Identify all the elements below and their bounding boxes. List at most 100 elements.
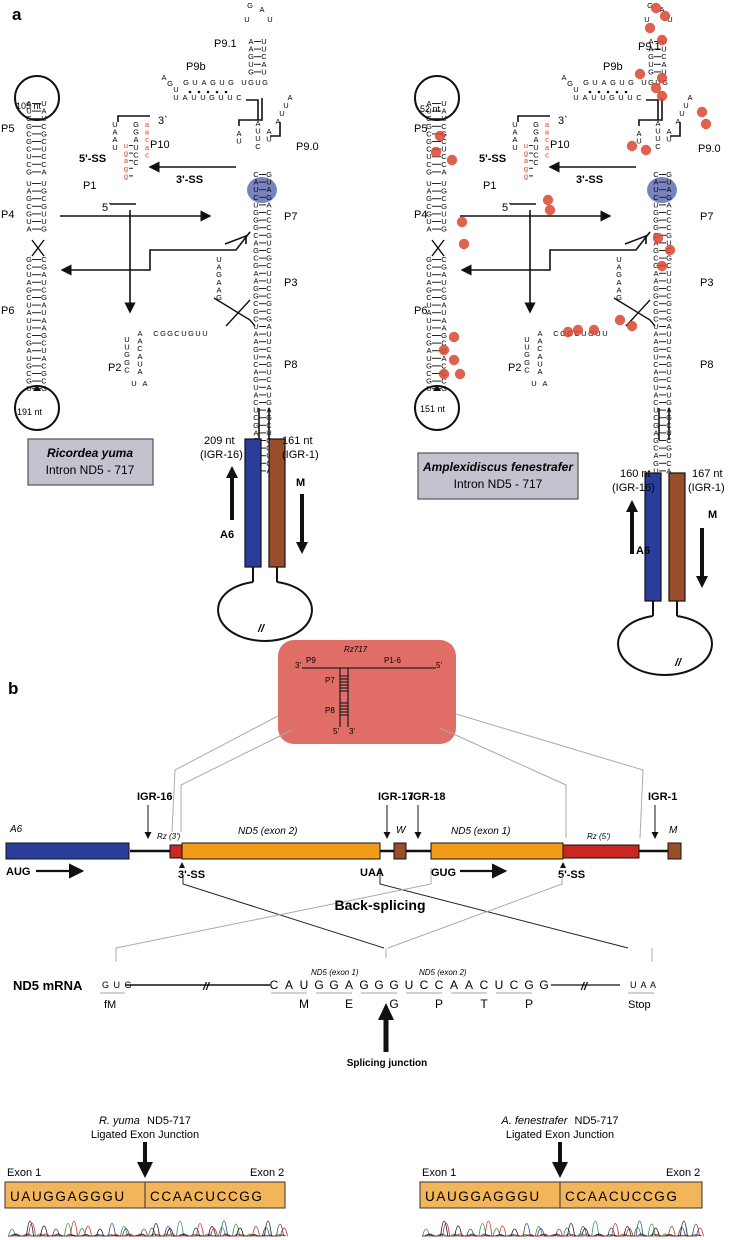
p9-1-nucleotide: U <box>261 67 266 76</box>
mrna-nucleotide: G <box>314 978 323 992</box>
p3-nucleotide: A <box>616 278 621 287</box>
core-nucleotide: G <box>266 254 272 263</box>
core-nucleotide: U <box>666 337 671 346</box>
p10-nucleotide: c <box>545 150 549 159</box>
p9b-nucleotide: U <box>619 78 624 87</box>
p6-nucleotide: U <box>26 301 31 310</box>
p6-nucleotide: C <box>26 331 32 340</box>
rz717-title: Rz717 <box>344 645 368 654</box>
core-nucleotide: U <box>266 368 271 377</box>
p9-nucleotide: A <box>655 119 660 128</box>
p1-nucleotide: G <box>133 128 139 137</box>
mrna-nucleotide: A <box>465 978 473 992</box>
p6-nucleotide: G <box>26 285 32 294</box>
junction-right: A. fenestrafer ND5-717 Ligated Exon Junc… <box>419 1115 704 1237</box>
core-nucleotide: G <box>253 292 259 301</box>
mutation-marker <box>656 260 668 272</box>
mutation-marker <box>650 82 662 94</box>
genome-gug-label: GUG <box>431 867 456 879</box>
core-nucleotide: A <box>653 238 658 247</box>
core-nucleotide: A <box>253 238 258 247</box>
p4-nucleotide: U <box>441 209 446 218</box>
genome-ss5-label: 5'-SS <box>558 869 585 881</box>
core-nucleotide: U <box>266 390 271 399</box>
core-nucleotide: U <box>666 368 671 377</box>
p1-nucleotide: C <box>133 150 139 159</box>
core-nucleotide: G <box>266 314 272 323</box>
rz-end5-bottom: 5' <box>333 727 339 736</box>
mrna-break-left: // <box>202 981 211 993</box>
p6-nucleotide: A <box>441 270 446 279</box>
p1-nucleotide: g <box>124 164 128 173</box>
rz-guide-lines <box>171 713 644 839</box>
amino-acid: G <box>389 997 398 1011</box>
p9b-nucleotide: U <box>219 78 224 87</box>
chromatogram-trace <box>8 1220 282 1237</box>
p2-nucleotide: U <box>124 335 129 344</box>
j9-nucleotide: A <box>287 93 292 102</box>
p6-nucleotide: U <box>441 278 446 287</box>
helix-label-p2: P2 <box>108 362 121 374</box>
p2-linker-nucleotide: C <box>174 329 180 338</box>
p3-nucleotide: A <box>216 285 221 294</box>
p2-nucleotide: U <box>137 359 142 368</box>
j9-nucleotide: A <box>687 93 692 102</box>
p9-1-nucleotide: U <box>248 60 253 69</box>
p9-1-loop-nucleotide: U <box>667 15 672 24</box>
p6-nucleotide: U <box>26 323 31 332</box>
p2-nucleotide: U <box>524 335 529 344</box>
core-nucleotide: A <box>666 466 671 475</box>
mutation-marker <box>588 324 600 336</box>
mutation-marker <box>448 331 460 343</box>
back-splicing-label: Back-splicing <box>334 897 425 913</box>
mutation-marker <box>430 146 442 158</box>
core-nucleotide: G <box>653 307 659 316</box>
p4-nucleotide: U <box>426 179 431 188</box>
p2-linker-nucleotide: U <box>181 329 186 338</box>
p1-nucleotide: C <box>533 150 539 159</box>
core-nucleotide: G <box>253 375 259 384</box>
p4-nucleotide: G <box>26 194 32 203</box>
p6-nucleotide: G <box>426 361 432 370</box>
chromatogram-right <box>422 1220 704 1237</box>
core-nucleotide: U <box>653 352 658 361</box>
p6-nucleotide: C <box>41 255 47 264</box>
core-nucleotide: C <box>653 444 659 453</box>
mrna-nucleotide: A <box>345 978 353 992</box>
end5-label-left: 5` <box>102 202 112 214</box>
p9b-base-pair <box>206 90 210 94</box>
p6-nucleotide: U <box>41 346 46 355</box>
p9b-base-pair <box>597 90 601 94</box>
p9b-nucleotide: G <box>248 78 254 87</box>
p3-nucleotide: G <box>216 270 222 279</box>
mrna-stop: Stop <box>628 999 651 1011</box>
core-nucleotide: A <box>653 269 658 278</box>
mutation-marker <box>659 10 671 22</box>
mrna-label: ND5 mRNA <box>13 978 83 993</box>
gene-w-box <box>393 842 407 860</box>
core-nucleotide: U <box>253 406 258 415</box>
p9-1-nucleotide: A <box>248 37 253 46</box>
a6-arrow-icon <box>626 500 638 512</box>
junction-title-right: A. fenestrafer ND5-717 <box>500 1115 618 1127</box>
rz-p8: P8 <box>325 706 335 715</box>
core-nucleotide: G <box>666 254 672 263</box>
p10-nucleotide: U <box>512 120 517 129</box>
core-nucleotide: U <box>653 406 658 415</box>
p2-linker-nucleotide: C <box>553 329 559 338</box>
junction-subtitle-right: Ligated Exon Junction <box>506 1129 614 1141</box>
mutation-marker <box>572 324 584 336</box>
p9-strand <box>638 98 663 126</box>
chromatogram-trace <box>8 1220 284 1237</box>
core-nucleotide: A <box>653 368 658 377</box>
p6-nucleotide: A <box>441 323 446 332</box>
p5-loop <box>414 75 460 121</box>
p2-loop-nucleotide: A <box>142 379 147 388</box>
end5-label-right: 5` <box>502 202 512 214</box>
exon2-seq-right: CCAACUCCGG <box>565 1189 679 1204</box>
junction-species-right: A. fenestrafer <box>500 1115 568 1127</box>
igr16-right: 160 nt <box>620 468 651 480</box>
core-nucleotide: C <box>666 375 672 384</box>
helix-label-p3: P3 <box>284 277 297 289</box>
core-nucleotide: G <box>653 345 659 354</box>
